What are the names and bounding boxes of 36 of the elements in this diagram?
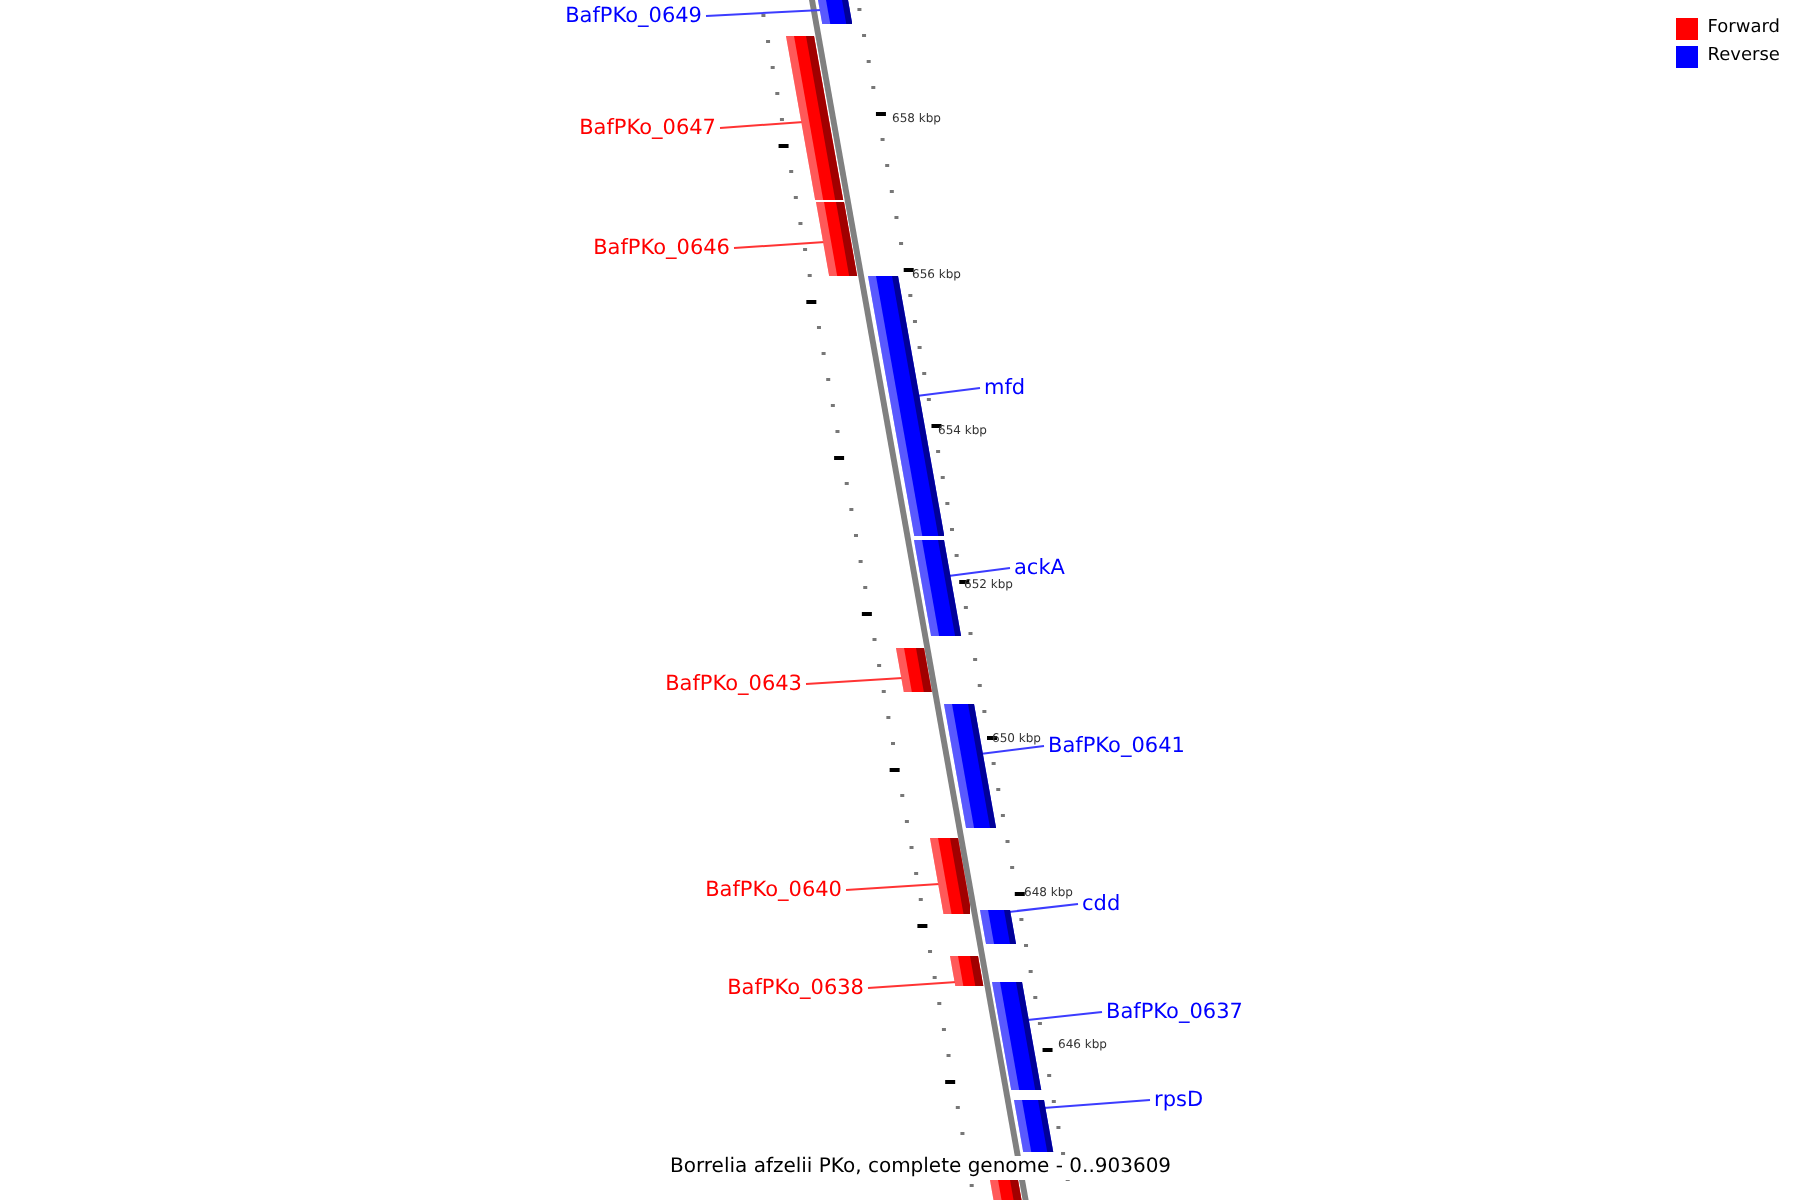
gene-label: mfd xyxy=(984,377,1026,399)
leader-line xyxy=(1026,1011,1103,1021)
leader-line xyxy=(915,387,981,397)
gene-label: ackA xyxy=(1014,557,1065,579)
gene-bar xyxy=(929,838,971,914)
gene-label: BafPKo_0637 xyxy=(1106,1001,1243,1023)
gene-label: BafPKo_0640 xyxy=(705,879,842,901)
gene-label: BafPKo_0638 xyxy=(727,977,864,999)
leader-line xyxy=(1042,1099,1151,1109)
gene-bar xyxy=(990,1180,1022,1200)
gene-bar xyxy=(914,540,962,636)
leader-line xyxy=(733,241,827,249)
gene-bar xyxy=(818,0,853,24)
leader-line xyxy=(947,567,1011,577)
gene-bar xyxy=(943,704,996,828)
gene-label: BafPKo_0647 xyxy=(579,117,716,139)
leader-line xyxy=(719,121,805,129)
leader-line xyxy=(845,883,941,891)
gene-label: BafPKo_0646 xyxy=(593,237,730,259)
gene-bar xyxy=(895,648,932,692)
gene-bar xyxy=(815,202,858,276)
gene-bar xyxy=(979,910,1016,944)
legend-label: Reverse xyxy=(1707,48,1780,66)
gene-label: BafPKo_0641 xyxy=(1048,735,1185,757)
leader-line xyxy=(979,745,1045,755)
legend-label: Forward xyxy=(1707,20,1780,38)
gene-label: rpsD xyxy=(1154,1089,1204,1111)
leader-line xyxy=(1007,903,1079,913)
gene-bar xyxy=(1013,1100,1054,1152)
gene-bar xyxy=(992,982,1042,1090)
gene-bar xyxy=(950,956,984,986)
gene-label: cdd xyxy=(1082,893,1121,915)
leader-line xyxy=(705,9,823,17)
gene-label: BafPKo_0649 xyxy=(565,5,702,27)
gene-label: BafPKo_0643 xyxy=(665,673,802,695)
leader-line xyxy=(867,981,958,989)
